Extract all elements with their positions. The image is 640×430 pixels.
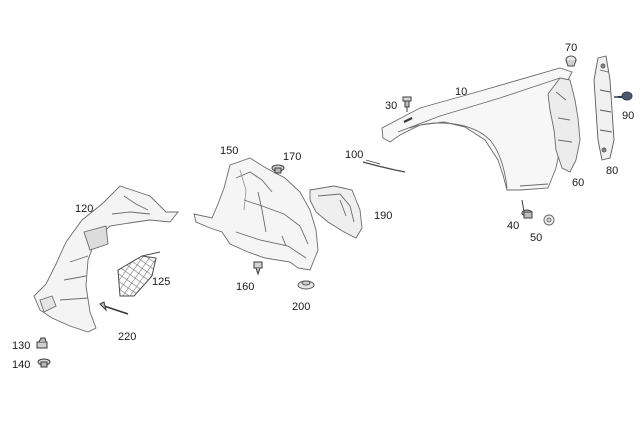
pin-part-220[interactable] bbox=[99, 301, 129, 315]
clip-part-200[interactable] bbox=[297, 280, 315, 290]
callout-200: 200 bbox=[292, 301, 311, 313]
callout-120: 120 bbox=[75, 203, 94, 215]
screw-part-90[interactable] bbox=[614, 91, 633, 101]
callout-60: 60 bbox=[572, 177, 585, 189]
callout-80: 80 bbox=[606, 165, 619, 177]
seal-part-60[interactable] bbox=[547, 77, 581, 173]
bolt-part-40[interactable] bbox=[521, 199, 533, 219]
callout-220: 220 bbox=[118, 331, 137, 343]
shield-part-190[interactable] bbox=[309, 185, 363, 239]
callout-90: 90 bbox=[622, 110, 635, 122]
callout-190: 190 bbox=[374, 210, 393, 222]
callout-130: 130 bbox=[12, 340, 31, 352]
clip-part-70[interactable] bbox=[565, 55, 577, 67]
nut-part-130[interactable] bbox=[36, 337, 48, 349]
callout-70: 70 bbox=[565, 42, 578, 54]
grille-part-125[interactable] bbox=[117, 251, 161, 297]
callout-100: 100 bbox=[345, 149, 364, 161]
callout-10: 10 bbox=[455, 86, 468, 98]
wheel-liner-part-150[interactable] bbox=[193, 157, 319, 271]
callout-140: 140 bbox=[12, 359, 31, 371]
callout-150: 150 bbox=[220, 145, 239, 157]
callout-170: 170 bbox=[283, 151, 302, 163]
trim-strip-part-100[interactable] bbox=[362, 159, 406, 173]
wheel-liner-part-120[interactable] bbox=[33, 185, 179, 333]
fender-part-10[interactable] bbox=[381, 67, 573, 191]
callout-40: 40 bbox=[507, 220, 520, 232]
screw-part-30[interactable] bbox=[402, 96, 412, 112]
callout-125: 125 bbox=[152, 276, 171, 288]
clip-part-140[interactable] bbox=[37, 358, 51, 368]
callout-30: 30 bbox=[385, 100, 398, 112]
clip-part-160[interactable] bbox=[253, 261, 263, 276]
clip-part-170[interactable] bbox=[271, 164, 285, 174]
bracket-part-80[interactable] bbox=[593, 55, 615, 161]
callout-50: 50 bbox=[530, 232, 543, 244]
grommet-part-50[interactable] bbox=[543, 214, 555, 226]
callout-160: 160 bbox=[236, 281, 255, 293]
